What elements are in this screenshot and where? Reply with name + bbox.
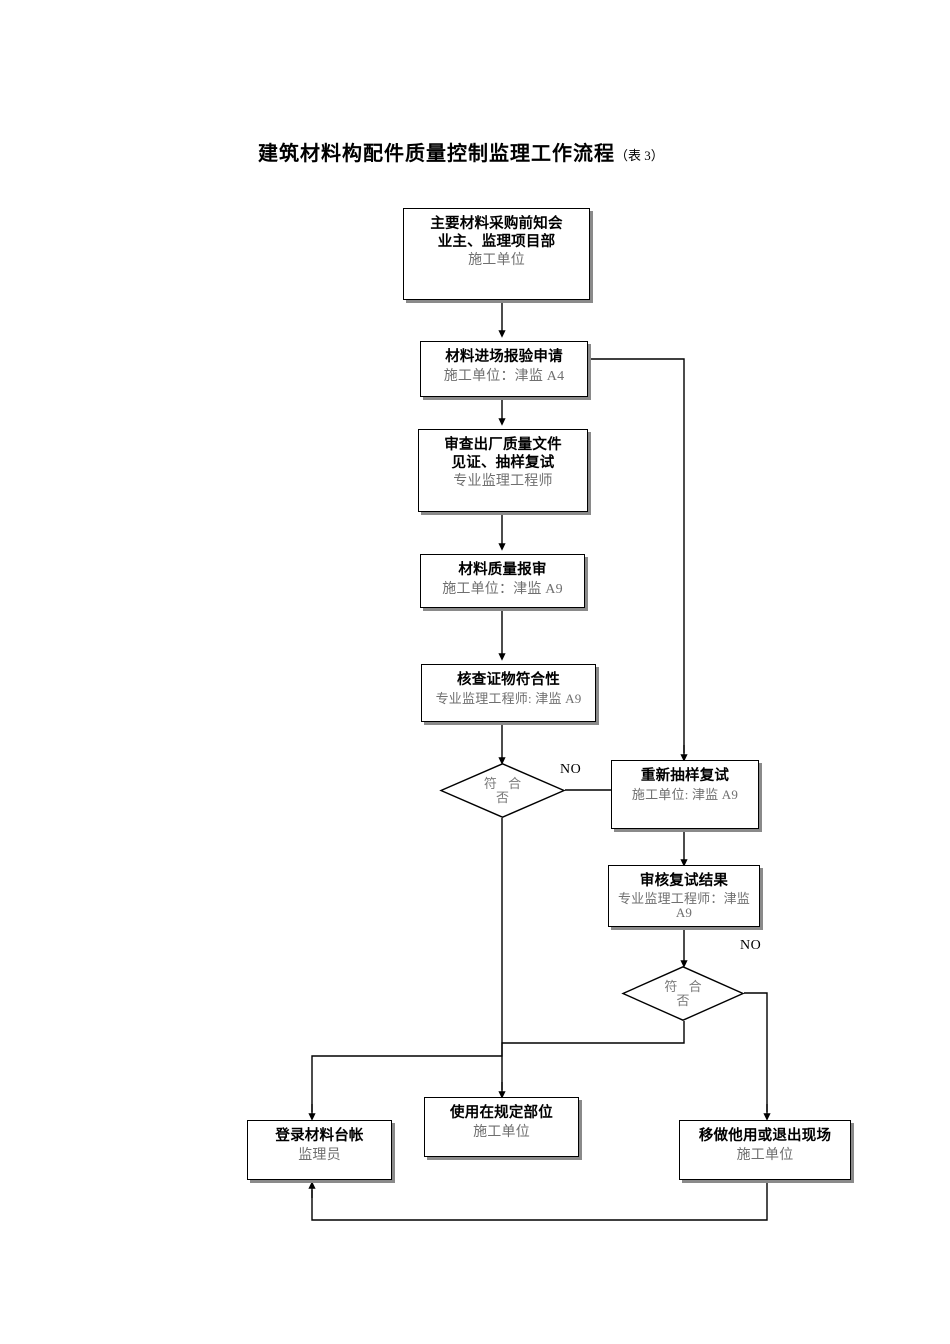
node-subtitle: 施工单位: 津监 A9 [631,786,739,802]
decision-conformity-2[interactable]: 符 合 否 [621,966,745,1021]
node-title-line2: 业主、监理项目部 [437,233,556,250]
decision-label-line1: 符 合 [483,776,526,791]
node-resample-retest[interactable]: 重新抽样复试 施工单位: 津监 A9 [611,760,759,829]
node-subtitle: 施工单位：津监 A9 [442,581,563,597]
node-title: 审核复试结果 [639,873,729,889]
node-title: 使用在规定部位 [450,1105,553,1121]
node-subtitle: 施工单位：津监 A4 [443,368,565,384]
branch-label-no-2: NO [740,938,762,953]
node-material-quality-submission[interactable]: 材料质量报审 施工单位：津监 A9 [420,554,585,608]
branch-label-no-1: NO [560,762,582,777]
decision-label-line1: 符 合 [664,979,706,994]
page-title-suffix: （表 3） [615,148,664,163]
node-review-factory-docs[interactable]: 审查出厂质量文件 见证、抽样复试 专业监理工程师 [418,429,588,512]
node-title: 材料质量报审 [458,562,547,578]
page-title: 建筑材料构配件质量控制监理工作流程（表 3） [258,137,664,166]
decision-label-line2: 否 [495,790,509,805]
node-subtitle: 专业监理工程师: 津监 A9 [435,690,582,706]
node-register-material-ledger[interactable]: 登录材料台帐 监理员 [247,1120,392,1180]
decision-label-line2: 否 [676,993,690,1008]
node-review-retest-result[interactable]: 审核复试结果 专业监理工程师：津监 A9 [608,865,760,927]
node-subtitle: 施工单位 [468,253,525,269]
node-subtitle: 施工单位 [736,1147,794,1163]
node-title-line2: 见证、抽样复试 [451,454,555,471]
node-title: 主要材料采购前知会 [430,216,563,232]
node-title: 重新抽样复试 [640,768,730,784]
node-material-entry-application[interactable]: 材料进场报验申请 施工单位：津监 A4 [420,341,588,397]
node-notify-owner[interactable]: 主要材料采购前知会 业主、监理项目部 施工单位 [403,208,590,300]
node-subtitle: 专业监理工程师：津监 A9 [617,890,750,920]
node-title: 移做他用或退出现场 [698,1128,832,1144]
node-title: 材料进场报验申请 [445,349,563,365]
node-subtitle: 施工单位 [473,1124,530,1140]
node-title: 核查证物符合性 [457,672,560,688]
node-title: 审查出厂质量文件 [444,437,562,453]
decision-conformity-1[interactable]: 符 合 否 [439,763,566,818]
node-subtitle: 监理员 [298,1147,341,1163]
node-use-at-designated-location[interactable]: 使用在规定部位 施工单位 [424,1097,579,1157]
node-subtitle: 专业监理工程师 [453,474,553,490]
node-verify-evidence-conformity[interactable]: 核查证物符合性 专业监理工程师: 津监 A9 [421,664,596,722]
node-title: 登录材料台帐 [275,1128,364,1144]
page-title-main: 建筑材料构配件质量控制监理工作流程 [258,141,615,165]
node-reuse-or-remove-from-site[interactable]: 移做他用或退出现场 施工单位 [679,1120,851,1180]
